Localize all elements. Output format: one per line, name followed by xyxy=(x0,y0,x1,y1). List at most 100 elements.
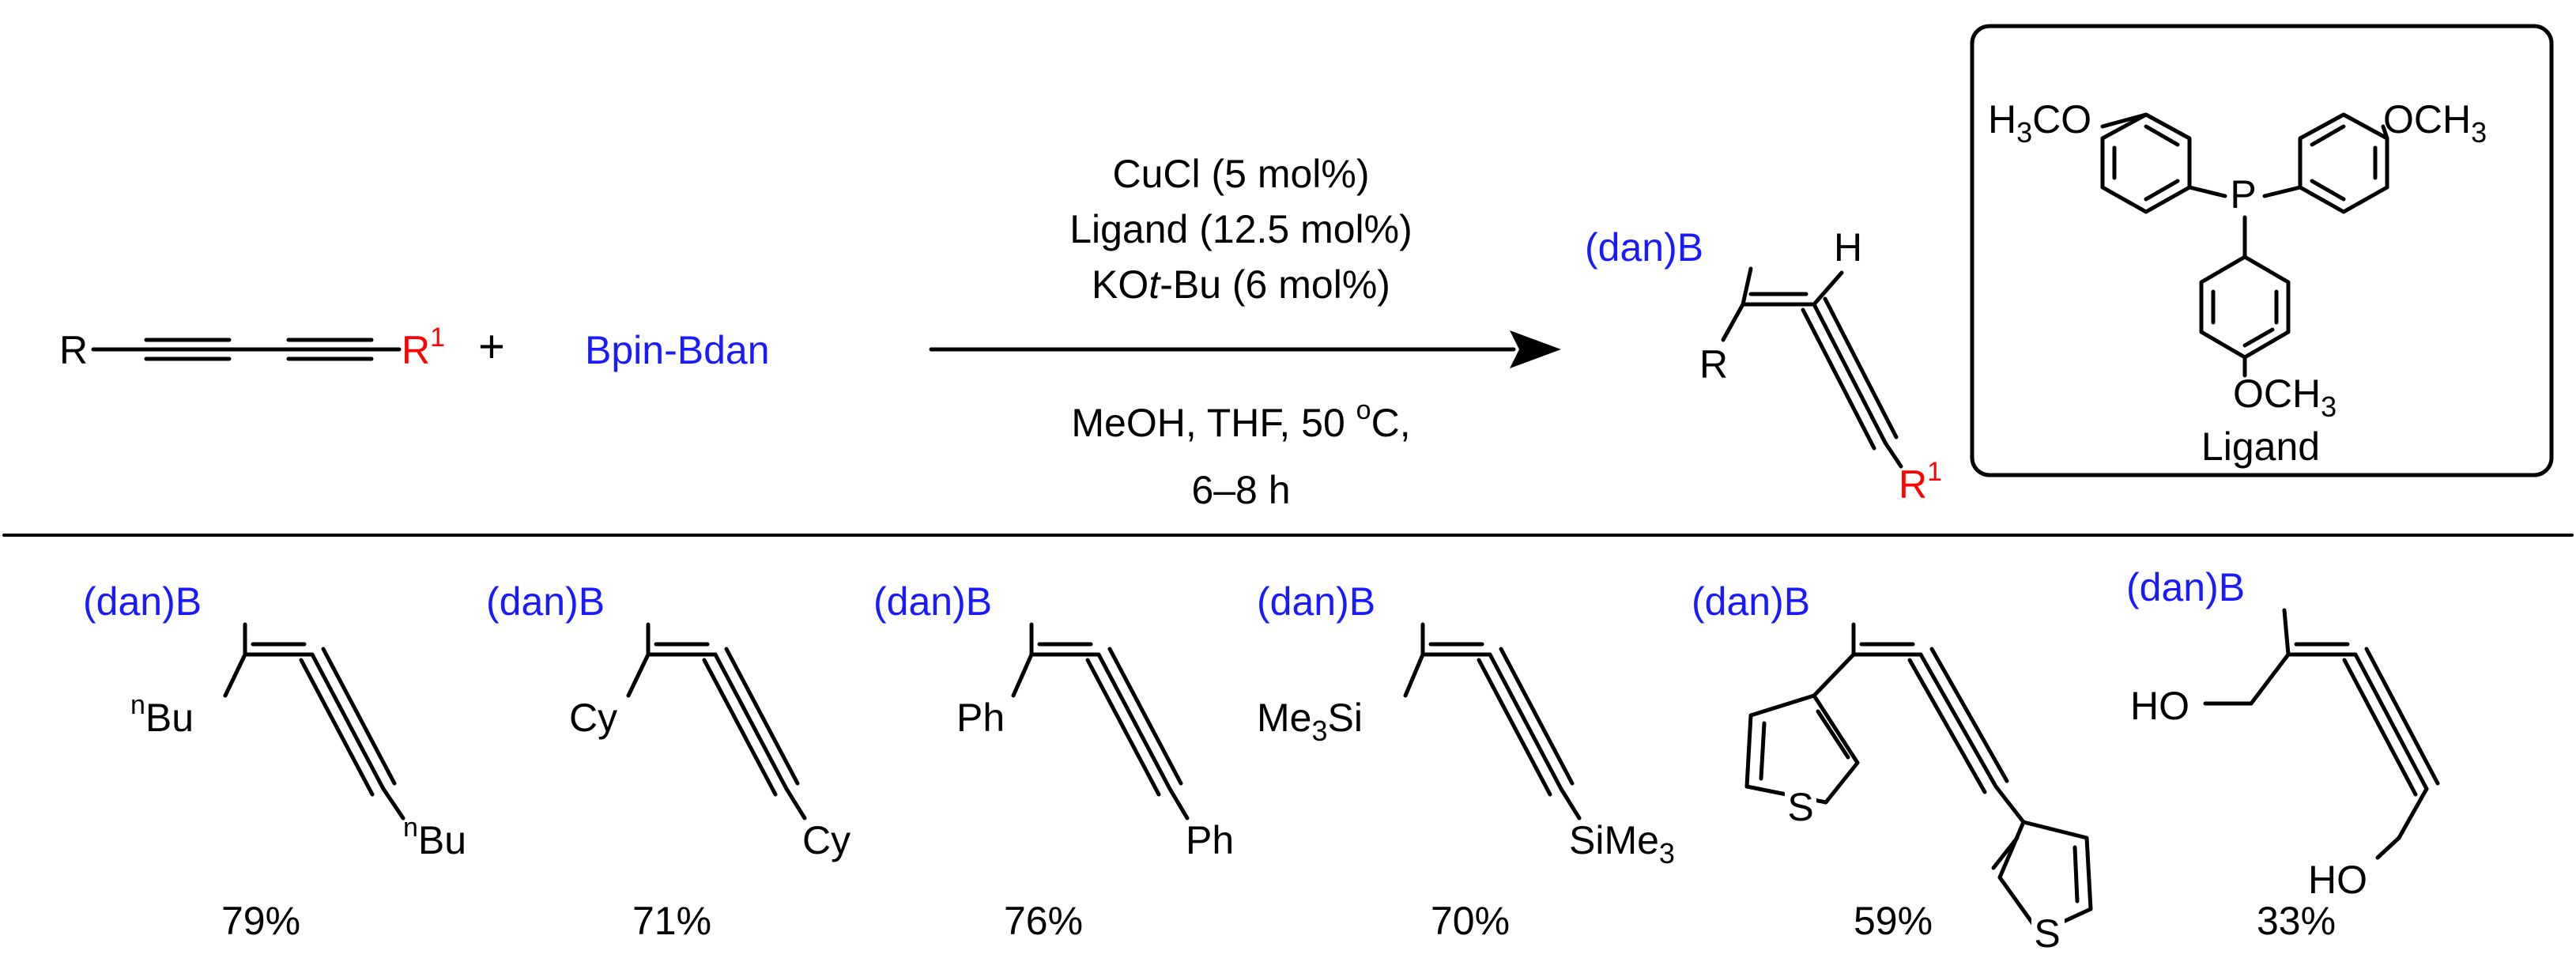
aromatic-bond xyxy=(2310,124,2346,147)
example-2-substituent-b: Cy xyxy=(802,818,850,862)
bond xyxy=(1741,266,1753,307)
example-2-boryl: (dan)B xyxy=(486,579,605,624)
bond xyxy=(223,652,247,698)
bond xyxy=(784,787,807,820)
example-5-sulfur-a: S xyxy=(1787,785,1813,829)
aromatic-bond xyxy=(1991,836,2020,870)
triple-bond-mid xyxy=(2353,652,2429,791)
reaction-arrow xyxy=(929,330,1561,368)
product-r-label: R xyxy=(1699,342,1728,387)
ligand-right-methoxy: OCH3 xyxy=(2383,97,2487,149)
example-1: (dan)B nBu nBu 79% xyxy=(83,579,466,943)
product-boryl-label: (dan)B xyxy=(1585,225,1703,270)
example-1-boryl: (dan)B xyxy=(83,579,202,624)
example-4-substituent-b: SiMe3 xyxy=(1569,818,1675,869)
bond xyxy=(1812,652,1856,698)
example-5-sulfur-b: S xyxy=(2034,911,2060,956)
example-3-substituent-a: Ph xyxy=(956,696,1005,740)
bond xyxy=(2375,836,2401,860)
bond xyxy=(1883,440,1903,469)
condition-ligand: Ligand (12.5 mol%) xyxy=(1069,207,1412,251)
general-product: (dan)B H R R1 xyxy=(1585,225,1942,507)
condition-catalyst: CuCl (5 mol%) xyxy=(1112,152,1369,196)
bond xyxy=(626,652,651,698)
example-4-substituent-a: Me3Si xyxy=(1257,696,1363,747)
ligand-bottom-methoxy: OCH3 xyxy=(2233,372,2337,423)
bond xyxy=(2262,185,2303,198)
triple-bond-mid xyxy=(1918,652,1998,789)
product-h-label: H xyxy=(1834,225,1862,270)
bond xyxy=(1993,784,2026,824)
example-2-substituent-a: Cy xyxy=(569,696,617,740)
aromatic-bond xyxy=(1759,721,1767,781)
bond xyxy=(1011,652,1034,698)
reactant-r1-label: R1 xyxy=(402,323,445,372)
aromatic-bond xyxy=(2310,179,2346,202)
reactant-r-label: R xyxy=(59,328,88,372)
product-r1-label: R1 xyxy=(1899,457,1942,507)
example-6-substituent-a: HO xyxy=(2130,684,2189,728)
example-2-yield: 71% xyxy=(632,899,711,943)
example-5-yield: 59% xyxy=(1854,899,1933,943)
bond xyxy=(2249,652,2291,706)
plus-sign: + xyxy=(478,321,505,372)
aryl-ring-left xyxy=(2100,112,2192,214)
example-1-substituent-b: nBu xyxy=(403,813,466,862)
triple-bond-b xyxy=(702,658,778,797)
triple-bond-mid xyxy=(1488,652,1563,791)
condition-time: 6–8 h xyxy=(1191,468,1290,512)
example-3-yield: 76% xyxy=(1004,899,1083,943)
ligand-box: H3CO OCH3 P OCH3 Ligand xyxy=(1970,24,2554,477)
bond xyxy=(2397,787,2429,840)
condition-solvent-temp: MeOH, THF, 50 oC, xyxy=(1071,395,1410,445)
thiophene-label-mask xyxy=(1785,789,1816,824)
thiophene-ring-right xyxy=(1997,820,2093,935)
bond xyxy=(1403,652,1425,698)
triple-bond-mid xyxy=(713,652,789,791)
bond xyxy=(1559,787,1582,820)
bond xyxy=(2100,112,2148,129)
bond xyxy=(2282,608,2291,657)
triple-bond-b xyxy=(1801,307,1876,451)
triple-bond-b xyxy=(2342,658,2418,797)
ligand-frame xyxy=(1970,24,2554,477)
reactant-diyne: R R1 xyxy=(59,323,445,372)
triple-bond-b xyxy=(1477,658,1552,797)
example-2: (dan)B Cy Cy 71% xyxy=(486,579,850,943)
reaction-conditions: CuCl (5 mol%) Ligand (12.5 mol%) KOt-Bu … xyxy=(1069,152,1412,512)
aromatic-bond xyxy=(1816,709,1850,760)
ligand-caption: Ligand xyxy=(2201,424,2320,469)
example-1-yield: 79% xyxy=(221,899,300,943)
example-3-boryl: (dan)B xyxy=(873,579,992,624)
triple-bond-b xyxy=(1907,658,1987,794)
example-6-boryl: (dan)B xyxy=(2126,565,2245,609)
triple-bond-b xyxy=(1085,658,1161,797)
example-1-substituent-a: nBu xyxy=(130,690,194,740)
triple-bond-a xyxy=(1823,296,1899,439)
triple-bond-mid xyxy=(1812,302,1888,445)
bond xyxy=(1721,302,1745,342)
triple-bond-a xyxy=(2364,647,2440,786)
example-4-yield: 70% xyxy=(1431,899,1510,943)
ligand-left-methoxy: H3CO xyxy=(1988,97,2091,149)
aromatic-bond xyxy=(2072,845,2080,903)
ligand-phosphorus: P xyxy=(2230,172,2256,217)
example-6-yield: 33% xyxy=(2257,899,2336,943)
aromatic-bond xyxy=(2144,124,2180,147)
triple-bond-mid xyxy=(1096,652,1172,791)
aromatic-bond xyxy=(2242,327,2275,348)
arrow-head xyxy=(1510,330,1561,368)
bond xyxy=(381,787,405,820)
triple-bond-a xyxy=(1499,647,1575,786)
example-3: (dan)B Ph Ph 76% xyxy=(873,579,1234,943)
bond xyxy=(1167,787,1190,820)
aromatic-bond xyxy=(2144,179,2180,202)
triple-bond-a xyxy=(321,647,397,786)
example-5: (dan)B S S 59% xyxy=(1692,579,2093,956)
triple-bond-b xyxy=(299,658,375,797)
triple-bond-a xyxy=(724,647,800,786)
example-6: (dan)B HO HO 33% xyxy=(2126,565,2440,943)
bond xyxy=(2381,124,2389,141)
bond xyxy=(1812,270,1844,307)
